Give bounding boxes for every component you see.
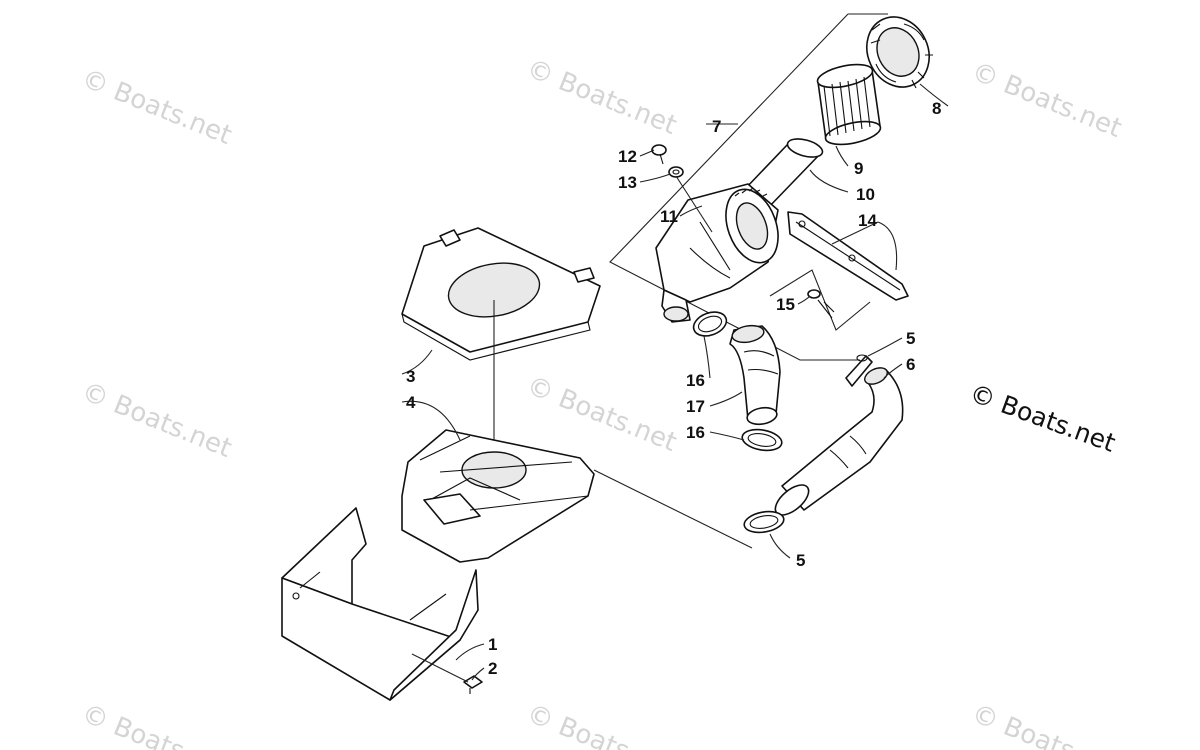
- callout-12: 12: [618, 147, 637, 166]
- callout-16-upper: 16: [686, 371, 705, 390]
- callout-labels: 8 7 9 10 12 13 11 14 15 5 6 16 17 16 5 3…: [406, 99, 941, 678]
- callout-2: 2: [488, 659, 497, 678]
- part-16-clamp-upper: [692, 311, 728, 337]
- callout-3: 3: [406, 367, 415, 386]
- callout-10: 10: [856, 185, 875, 204]
- callout-5-upper: 5: [906, 329, 915, 348]
- part-14-mounting-bracket: [787, 211, 909, 301]
- callout-9: 9: [854, 159, 863, 178]
- callout-5-lower: 5: [796, 551, 805, 570]
- part-3-top-cover: [401, 227, 601, 361]
- part-2-fastener: [463, 675, 483, 694]
- watermarks: © Boats.net © Boats.net © Boats.net © Bo…: [77, 54, 1125, 750]
- screw-leader: [675, 175, 713, 233]
- callout-leaders: [401, 83, 949, 681]
- part-8-filter-cap: [866, 16, 933, 89]
- part-5-clamp-upper: [845, 354, 873, 387]
- callout-16-lower: 16: [686, 423, 705, 442]
- watermark-mid-left: © Boats.net: [77, 377, 235, 464]
- part-17-elbow-boot: [729, 324, 781, 426]
- part-9-filter-element: [816, 63, 882, 146]
- part-15-bolt: [807, 289, 835, 319]
- assembly-outline-left: [609, 13, 860, 361]
- fastener-axis-line: [411, 653, 469, 683]
- callout-11: 11: [660, 207, 678, 226]
- tray-to-clamp-line: [593, 469, 753, 549]
- callout-1: 1: [488, 635, 497, 654]
- watermark-mid-center: © Boats.net: [522, 371, 680, 458]
- watermark-top-right: © Boats.net: [967, 57, 1125, 144]
- assembly-7-outline: [609, 13, 888, 361]
- watermark-bottom-left: © Boats.net: [77, 699, 235, 750]
- watermark-top-center: © Boats.net: [522, 54, 680, 141]
- callout-8: 8: [932, 99, 941, 118]
- callout-17: 17: [686, 397, 705, 416]
- callout-4: 4: [406, 393, 416, 412]
- bracket-outline: [769, 269, 871, 331]
- callout-6: 6: [906, 355, 915, 374]
- watermark-prominent: © Boats.net: [966, 378, 1119, 457]
- callout-14: 14: [858, 211, 877, 230]
- part-12-screw: [651, 144, 667, 165]
- watermark-bottom-center: © Boats.net: [522, 699, 680, 750]
- callout-13: 13: [618, 173, 637, 192]
- watermark-bottom-right: © Boats.net: [967, 699, 1125, 750]
- part-11-airbox-housing: [655, 183, 779, 323]
- watermark-top-left: © Boats.net: [77, 64, 235, 151]
- callout-7: 7: [712, 117, 721, 136]
- part-4-airbox-tray: [401, 429, 595, 563]
- part-5-clamp-lower: [743, 510, 785, 534]
- callout-15: 15: [776, 295, 795, 314]
- part-16-clamp-lower: [741, 428, 783, 452]
- part-13-washer: [668, 166, 684, 178]
- part-6-intake-hose: [774, 367, 904, 516]
- part-1-heat-shield: [281, 507, 479, 701]
